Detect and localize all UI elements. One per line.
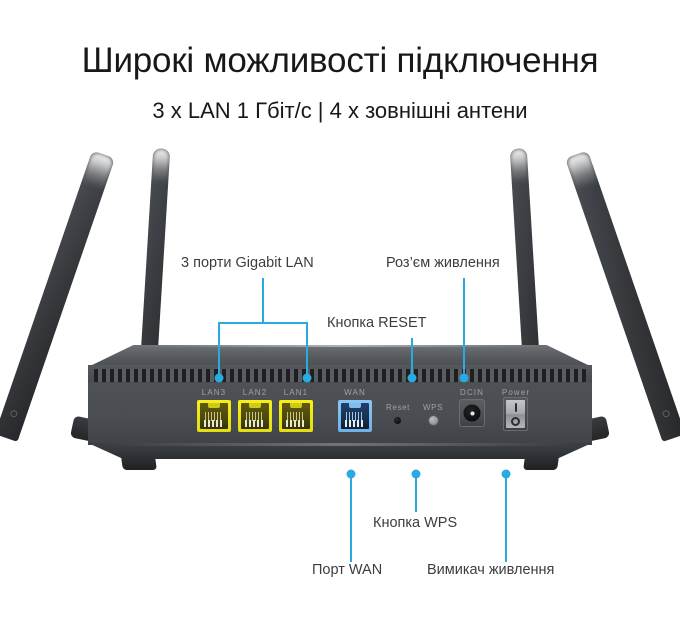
antenna-tip-highlight <box>564 150 599 191</box>
router-foot-left <box>121 457 157 470</box>
dc-power-jack[interactable] <box>459 399 485 427</box>
switch-off-mark-icon <box>511 416 520 426</box>
port-notch <box>290 403 302 408</box>
wps-button[interactable] <box>428 415 439 426</box>
callout-label-reset-button: Кнопка RESET <box>327 315 427 331</box>
port-cavity <box>241 403 269 429</box>
callout-line-lan-bracket <box>218 322 308 324</box>
page-subtitle: 3 x LAN 1 Гбіт/с | 4 x зовнішні антени <box>152 98 528 123</box>
router-bottom-lip <box>88 443 592 459</box>
port-notch <box>249 403 261 408</box>
port-pins <box>346 412 364 421</box>
power-switch[interactable] <box>503 397 528 431</box>
port-lan3[interactable] <box>197 400 231 432</box>
antenna-tip-highlight <box>151 148 171 184</box>
dc-jack-barrel <box>463 404 481 422</box>
callout-line-wan-port <box>350 476 352 562</box>
port-pins <box>205 412 223 421</box>
port-tabs <box>204 420 224 427</box>
callout-label-lan-ports: 3 порти Gigabit LAN <box>181 255 314 271</box>
port-tabs <box>245 420 265 427</box>
port-label-lan1: LAN1 <box>283 388 309 397</box>
port-tabs <box>345 420 365 427</box>
callout-dot-wps-button <box>411 469 421 479</box>
callout-dot-lan-left <box>214 373 224 383</box>
callout-dot-power-jack <box>459 373 469 383</box>
port-label-lan3: LAN3 <box>201 388 227 397</box>
router-foot-right <box>523 457 559 470</box>
vent-slots <box>94 369 586 382</box>
port-notch <box>349 403 361 408</box>
antenna-tip-highlight <box>509 148 529 184</box>
port-notch <box>208 403 220 408</box>
callout-line-power-jack <box>463 278 465 376</box>
callout-dot-wan-port <box>346 469 356 479</box>
port-cavity <box>341 403 369 429</box>
callout-dot-lan-right <box>302 373 312 383</box>
router-body: LAN3 LAN2 LAN1 WAN DCIN Power <box>88 345 592 470</box>
antenna-pivot-dot <box>661 409 671 419</box>
top-edge-highlight <box>138 345 542 347</box>
callout-line-power-switch <box>505 476 507 562</box>
antenna-tip-highlight <box>81 150 116 191</box>
port-label-power: Power <box>501 388 531 397</box>
control-label-wps: WPS <box>422 403 444 412</box>
port-lan2[interactable] <box>238 400 272 432</box>
dc-jack-pin <box>470 411 474 415</box>
port-cavity <box>200 403 228 429</box>
switch-on-mark-icon <box>514 402 517 412</box>
callout-label-power-switch: Вимикач живлення <box>427 562 555 578</box>
ventilation-band <box>88 365 592 385</box>
bottom-edge-highlight <box>108 443 572 446</box>
power-rocker <box>506 400 525 428</box>
callout-line-lan-right <box>306 322 308 376</box>
callout-label-wan-port: Порт WAN <box>312 562 383 578</box>
port-label-dcin: DCIN <box>460 388 484 397</box>
antenna-pivot-dot <box>9 409 19 419</box>
port-lan1[interactable] <box>279 400 313 432</box>
router-rear-panel: LAN3 LAN2 LAN1 WAN DCIN Power <box>88 383 592 445</box>
port-wan[interactable] <box>338 400 372 432</box>
callout-dot-power-switch <box>501 469 511 479</box>
callout-line-reset-button <box>411 338 413 376</box>
port-tabs <box>286 420 306 427</box>
control-label-reset: Reset <box>386 403 410 412</box>
port-pins <box>246 412 264 421</box>
port-label-wan: WAN <box>344 388 366 397</box>
router-illustration: LAN3 LAN2 LAN1 WAN DCIN Power <box>0 148 680 578</box>
callout-line-lan-stem <box>262 278 264 323</box>
callout-dot-reset-button <box>407 373 417 383</box>
router-top-face <box>88 345 592 367</box>
port-label-lan2: LAN2 <box>242 388 268 397</box>
callout-line-wps-button <box>415 476 417 512</box>
port-cavity <box>282 403 310 429</box>
callout-line-lan-left <box>218 322 220 376</box>
reset-pinhole[interactable] <box>394 417 401 424</box>
callout-label-power-jack: Роз’єм живлення <box>386 255 500 271</box>
page-title: Широкі можливості підключення <box>81 41 599 80</box>
callout-label-wps-button: Кнопка WPS <box>373 515 458 531</box>
port-pins <box>287 412 305 421</box>
